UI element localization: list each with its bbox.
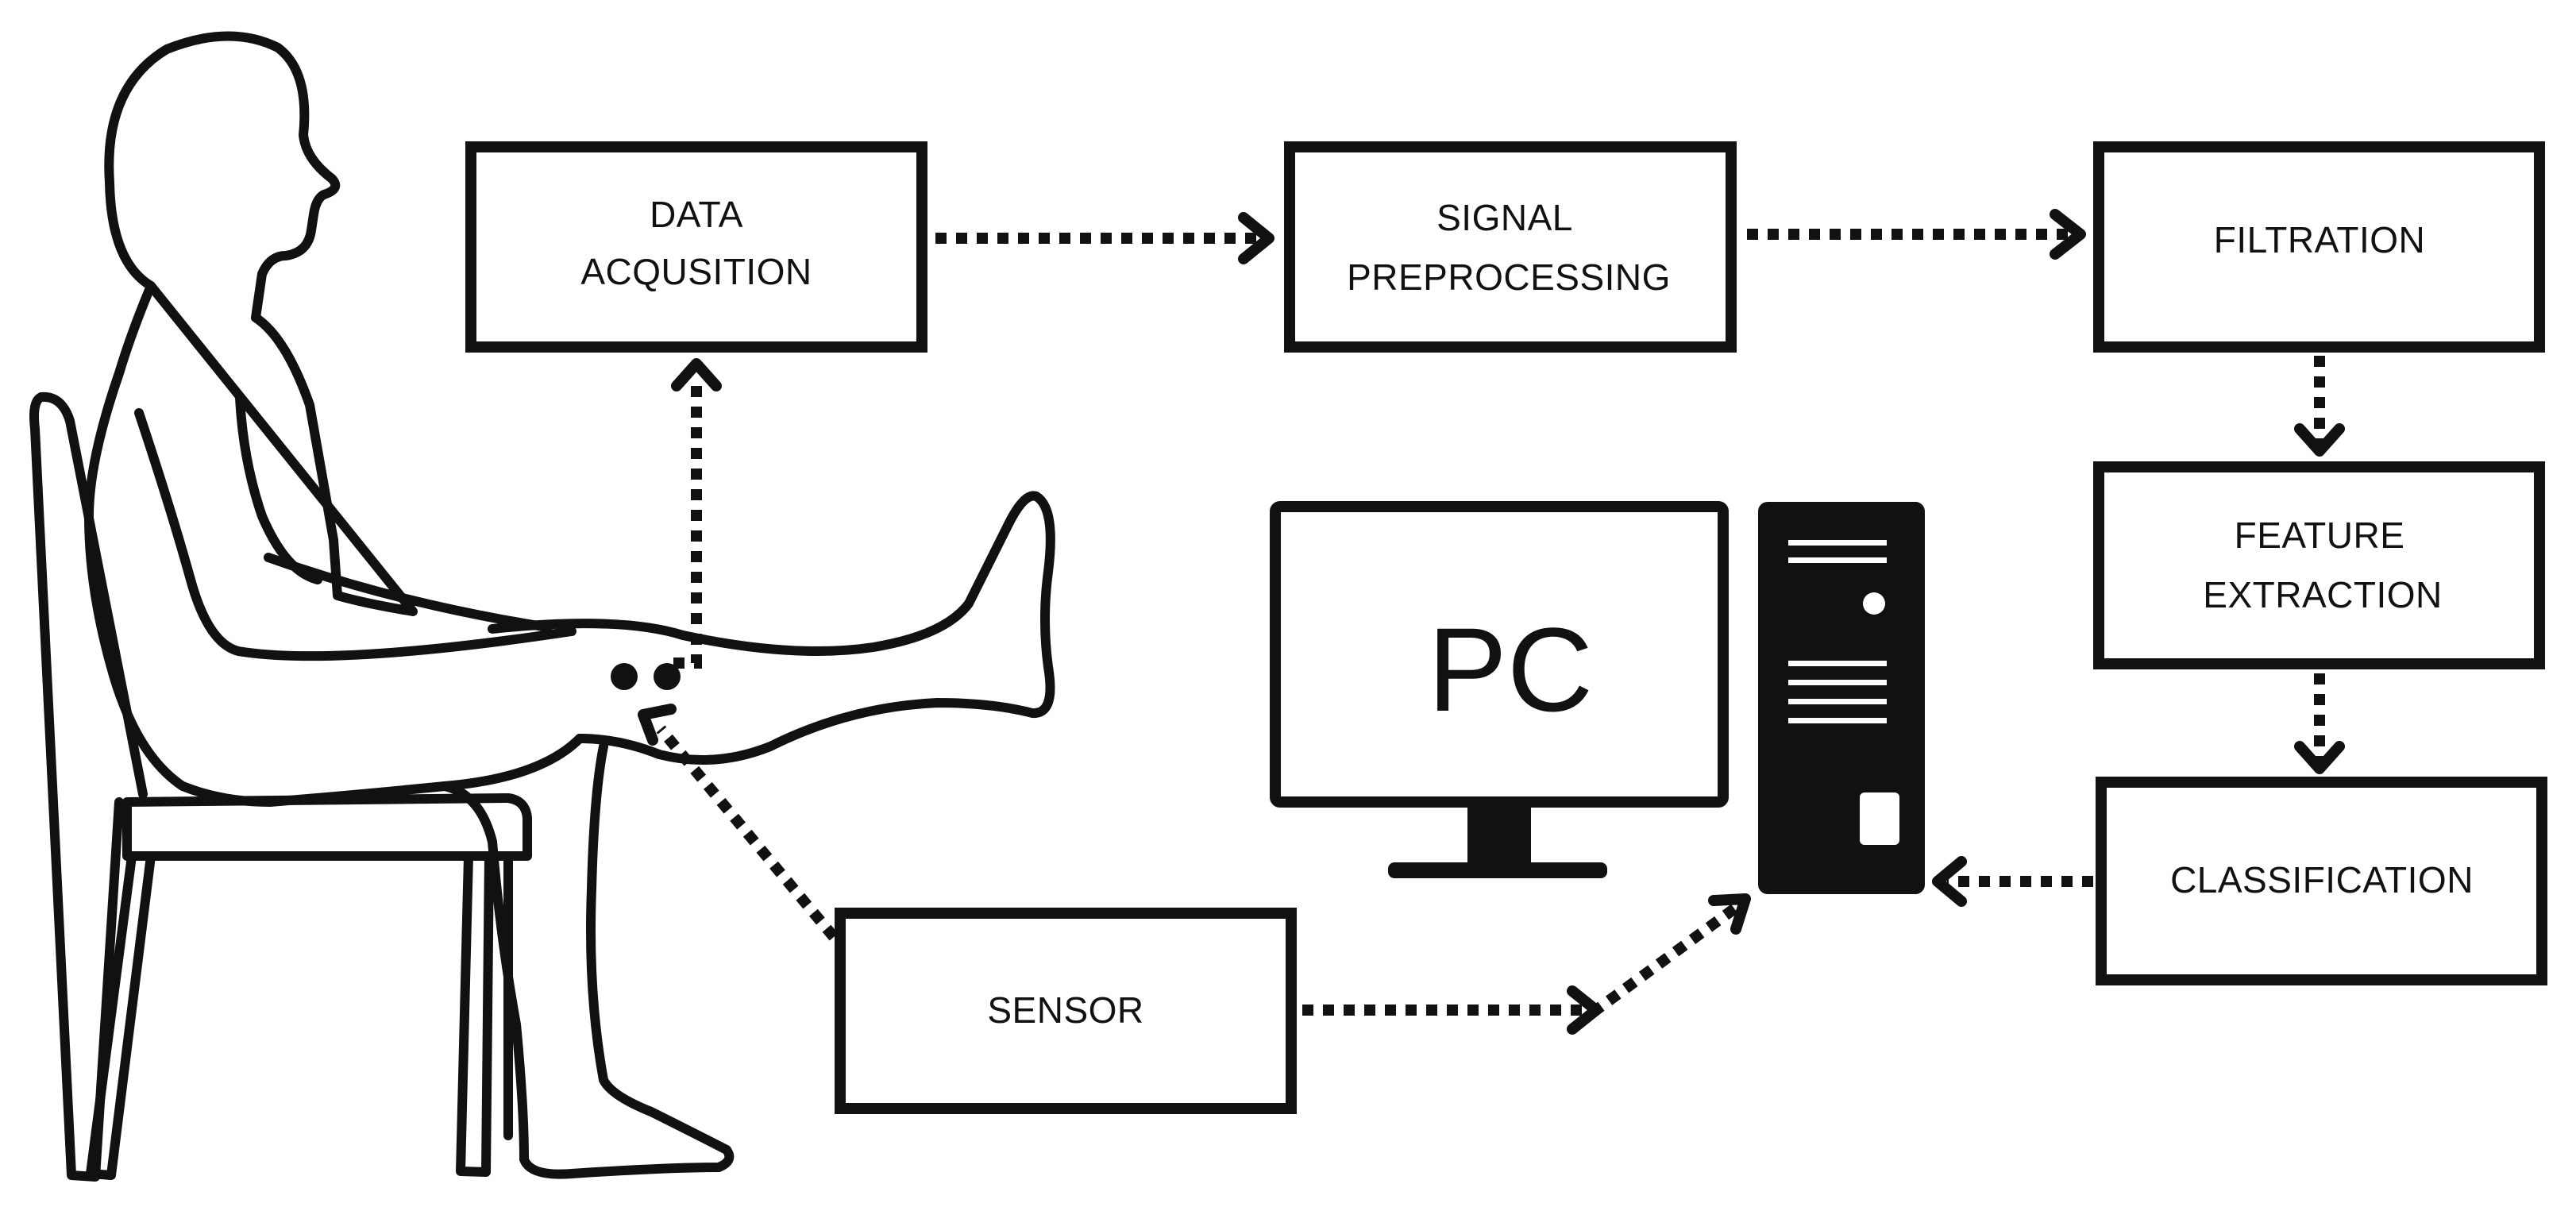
block-label: FEATURE xyxy=(2235,515,2405,556)
arrow-electrodes-to-acquisition xyxy=(671,358,722,669)
arrow-feature-to-classification xyxy=(2294,673,2345,774)
block-label: SENSOR xyxy=(987,989,1143,1031)
arrow-acquisition-to-preprocessing xyxy=(935,212,1275,264)
block-sensor: SENSOR xyxy=(835,908,1297,1114)
arrow-filtration-to-feature-extraction xyxy=(2294,356,2345,457)
block-classification: CLASSIFICATION xyxy=(2096,777,2547,985)
electrode-dot xyxy=(611,663,638,690)
person-illustration xyxy=(84,31,1055,1179)
arrow-sensor-to-pc xyxy=(1302,893,1751,1035)
block-data-acquisition: DATA ACQUSITION xyxy=(465,141,927,353)
block-label: FILTRATION xyxy=(2214,219,2426,260)
knee-electrodes xyxy=(611,663,681,690)
arrow-classification-to-pc xyxy=(1932,856,2093,907)
pc-label: PC xyxy=(1428,603,1593,736)
block-label: ACQUSITION xyxy=(580,251,812,292)
block-feature-extraction: FEATURE EXTRACTION xyxy=(2093,461,2545,669)
block-label: PREPROCESSING xyxy=(1347,256,1671,298)
arrow-preprocessing-to-filtration xyxy=(1747,209,2086,260)
monitor-base xyxy=(1388,862,1607,878)
block-filtration: FILTRATION xyxy=(2093,141,2545,353)
arrow-sensor-to-electrodes xyxy=(638,704,839,941)
block-label: DATA xyxy=(650,194,743,235)
monitor-neck xyxy=(1467,804,1531,869)
electrode-dot xyxy=(654,663,681,690)
pc-monitor: PC xyxy=(1270,501,1729,878)
pc-tower-icon xyxy=(1758,502,1925,894)
block-label: CLASSIFICATION xyxy=(2170,859,2474,900)
block-label: SIGNAL xyxy=(1436,197,1573,238)
block-signal-preprocessing: SIGNAL PREPROCESSING xyxy=(1284,141,1737,353)
block-label: EXTRACTION xyxy=(2203,574,2442,615)
